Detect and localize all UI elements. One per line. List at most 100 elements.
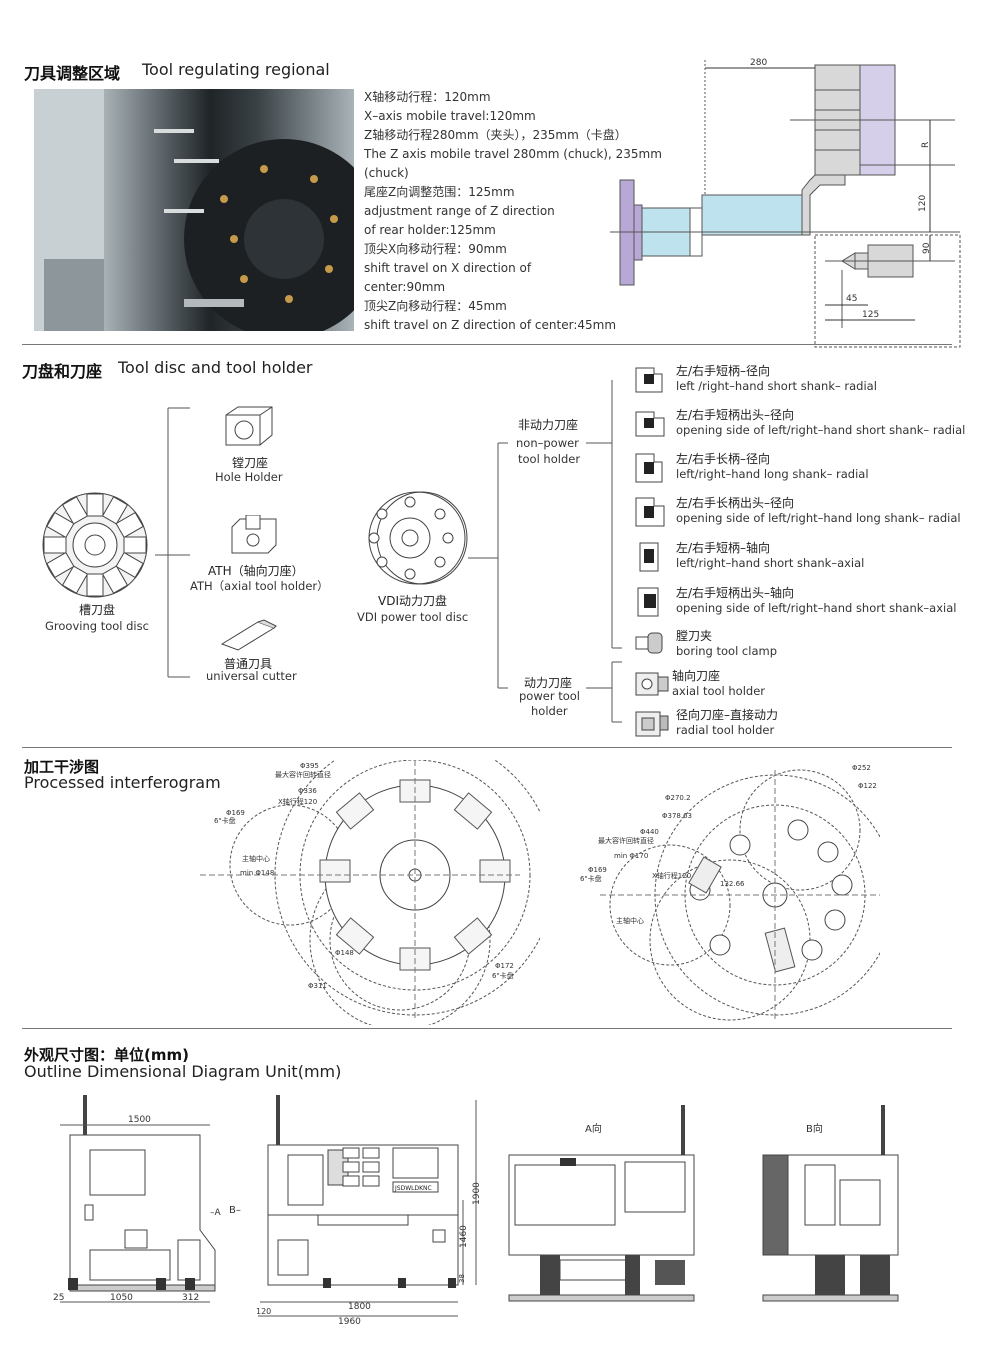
axial-holder-icon: [635, 672, 669, 696]
spec-line: shift travel on Z direction of center:45…: [364, 318, 617, 332]
holder-icon: [637, 587, 659, 617]
turret-photo-illustration: [34, 89, 384, 339]
boring-clamp-icon: [635, 632, 663, 654]
divider: [22, 344, 952, 345]
svg-text:Φ336: Φ336: [298, 787, 317, 795]
tool-region-diagram: 280 R 120 90 45 125: [610, 58, 961, 348]
ath-cn: ATH（轴向刀座）: [208, 564, 304, 578]
spec-line: shift travel on X direction of: [364, 261, 532, 275]
nonpower-cn: 非动力刀座: [518, 418, 579, 432]
svg-text:Φ122: Φ122: [858, 782, 877, 790]
svg-text:Φ148: Φ148: [335, 949, 354, 957]
section1-title-cn: 刀具调整区域: [24, 64, 121, 83]
holder-icon: [635, 367, 663, 393]
holder-icon: [639, 542, 659, 572]
svg-text:132.66: 132.66: [720, 880, 745, 888]
vdi-disc-icon: [368, 491, 468, 585]
universal-cn: 普通刀具: [224, 657, 273, 671]
vdi-cn: VDI动力刀盘: [378, 594, 447, 608]
spec-line: of rear holder:125mm: [364, 223, 496, 237]
svg-text:min Φ148: min Φ148: [240, 869, 274, 877]
divider: [22, 747, 952, 748]
vdi-en: VDI power tool disc: [357, 610, 469, 624]
svg-text:–A: –A: [210, 1208, 222, 1218]
spec-list: X轴移动行程：120mm X–axis mobile travel:120mm …: [364, 88, 704, 335]
section4-title-en: Outline Dimensional Diagram Unit(mm): [24, 1062, 342, 1081]
svg-text:X轴行程120: X轴行程120: [278, 797, 317, 806]
svg-text:Φ172: Φ172: [495, 962, 514, 970]
outline-a-view: [508, 1105, 695, 1302]
tool-turret-photo: [34, 89, 384, 339]
nonpower-en2: tool holder: [518, 452, 581, 466]
svg-text:1960: 1960: [338, 1317, 361, 1327]
holder-icon: [635, 411, 665, 437]
holder-icon: [635, 497, 665, 527]
svg-text:1050: 1050: [110, 1293, 133, 1303]
spec-line: Z轴移动行程280mm（夹头），235mm（卡盘）: [364, 128, 627, 142]
dim-280: 280: [750, 58, 767, 68]
svg-text:最大容许回转直径: 最大容许回转直径: [598, 836, 654, 845]
svg-text:主轴中心: 主轴中心: [616, 916, 644, 925]
svg-text:1460: 1460: [459, 1225, 469, 1248]
divider: [22, 1028, 952, 1029]
spec-line: 顶尖X向移动行程：90mm: [364, 242, 507, 256]
svg-text:6"卡盘: 6"卡盘: [214, 816, 236, 825]
outline-side-view: 1500 25 1050 312 –A: [53, 1095, 222, 1303]
section4-title-cn: 外观尺寸图：单位(mm): [24, 1046, 189, 1064]
svg-text:1800: 1800: [348, 1302, 371, 1312]
tree-lines: [155, 380, 622, 723]
power-en2: holder: [531, 704, 568, 718]
holder-icon: [635, 453, 663, 483]
svg-text:Φ311: Φ311: [308, 982, 327, 990]
spec-line: X轴移动行程：120mm: [364, 90, 491, 104]
svg-text:Φ440: Φ440: [640, 828, 659, 836]
outline-b-view: [762, 1105, 899, 1302]
power-en1: power tool: [519, 689, 580, 703]
svg-text:Φ169: Φ169: [588, 866, 607, 874]
view-b-label: B向: [806, 1124, 823, 1135]
ath-holder-icon: [231, 515, 277, 554]
spec-line: The Z axis mobile travel 280mm (chuck), …: [364, 147, 662, 180]
dim-45: 45: [846, 294, 857, 304]
power-cn: 动力刀座: [524, 676, 573, 690]
section2-title-cn: 刀盘和刀座: [22, 362, 103, 381]
svg-text:120: 120: [256, 1307, 271, 1316]
outline-front-view: JSDWLDKNC 1900 1460 38 1800 120 1960: [256, 1095, 482, 1327]
spec-line: adjustment range of Z direction: [364, 204, 555, 218]
dim-90: 90: [922, 242, 932, 254]
svg-text:1500: 1500: [128, 1115, 151, 1125]
svg-text:312: 312: [182, 1293, 199, 1303]
svg-text:Φ395: Φ395: [300, 762, 319, 770]
svg-text:X轴行程120: X轴行程120: [652, 871, 691, 880]
dim-120: 120: [918, 195, 928, 212]
section3-title-en: Processed interferogram: [24, 773, 221, 792]
dim-R: R: [921, 142, 931, 148]
spec-line: 顶尖Z向移动行程：45mm: [364, 299, 507, 313]
hole-holder-icon: [225, 406, 273, 446]
svg-text:min Φ170: min Φ170: [614, 852, 648, 860]
svg-text:JSDWLDKNC: JSDWLDKNC: [394, 1185, 432, 1192]
svg-text:38: 38: [458, 1274, 466, 1283]
spec-line: X–axis mobile travel:120mm: [364, 109, 536, 123]
hole-holder-en: Hole Holder: [215, 470, 283, 484]
arrow-b-label: B–: [229, 1205, 241, 1216]
grooving-label-cn: 槽刀盘: [79, 603, 116, 617]
universal-cutter-icon: [220, 619, 277, 651]
spec-line: 尾座Z向调整范围：125mm: [364, 185, 515, 199]
section1-title-en: Tool regulating regional: [142, 60, 330, 79]
svg-text:最大容许回转直径: 最大容许回转直径: [275, 770, 331, 779]
svg-text:6"卡盘: 6"卡盘: [580, 874, 602, 883]
svg-text:Φ378.63: Φ378.63: [662, 812, 692, 820]
section2-title-en: Tool disc and tool holder: [118, 358, 313, 377]
universal-en: universal cutter: [206, 669, 297, 683]
svg-text:6"卡盘: 6"卡盘: [492, 971, 514, 980]
section3-title-cn: 加工干涉图: [24, 758, 100, 776]
svg-text:Φ270.2: Φ270.2: [665, 794, 691, 802]
hole-holder-cn: 镗刀座: [232, 456, 269, 470]
svg-text:Φ252: Φ252: [852, 764, 871, 772]
svg-text:25: 25: [53, 1293, 64, 1303]
dim-125: 125: [862, 310, 879, 320]
spec-line: center:90mm: [364, 280, 446, 294]
